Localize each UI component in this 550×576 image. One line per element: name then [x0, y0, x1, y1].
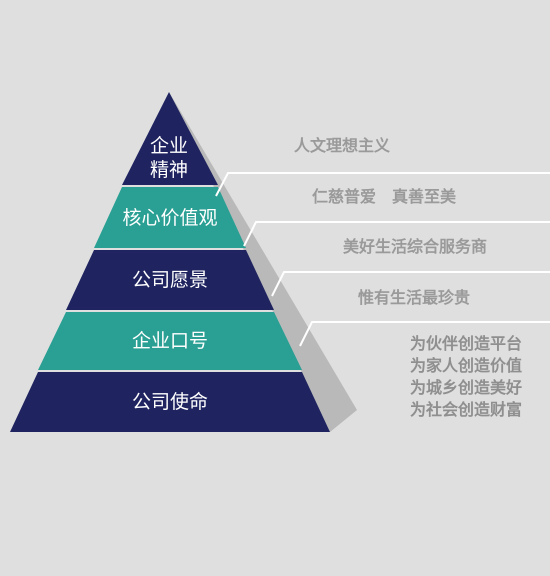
description-1: 人文理想主义 — [294, 135, 390, 157]
tier-3-label: 公司愿景 — [66, 268, 274, 292]
tier-5-label-line-1: 公司使命 — [131, 391, 208, 413]
description-3-text: 美好生活综合服务商 — [343, 237, 488, 256]
pyramid-shadow — [169, 92, 357, 432]
description-5-line-1: 为伙伴创造平台 — [410, 334, 523, 353]
tier-4-shape — [38, 312, 302, 370]
tier-1-shape — [122, 92, 218, 185]
tier-1-label-line-1: 企业 — [149, 135, 188, 157]
divider-1 — [215, 172, 550, 197]
description-3: 美好生活综合服务商 — [343, 236, 487, 258]
tier-2-shape — [94, 187, 246, 248]
description-5: 为伙伴创造平台 为家人创造价值 为城乡创造美好 为社会创造财富 — [410, 333, 522, 421]
tier-3-shape — [66, 250, 274, 310]
divider-4 — [299, 321, 550, 347]
description-1-text: 人文理想主义 — [294, 136, 391, 155]
divider-3 — [271, 271, 550, 297]
tier-5-label: 公司使命 — [10, 390, 330, 414]
divider-2 — [243, 221, 550, 247]
description-5-line-4: 为社会创造财富 — [410, 400, 523, 419]
description-4-text: 惟有生活最珍贵 — [358, 288, 471, 307]
tier-1-label-line-2: 精神 — [149, 159, 188, 181]
description-2-text: 仁慈普爱 真善至美 — [312, 187, 457, 206]
description-5-line-2: 为家人创造价值 — [410, 356, 523, 375]
tier-4-label: 企业口号 — [38, 329, 302, 353]
tier-2-label: 核心价值观 — [94, 206, 246, 230]
description-2: 仁慈普爱 真善至美 — [312, 186, 456, 208]
tier-3-label-line-1: 公司愿景 — [131, 269, 208, 291]
tier-1-label: 企业 精神 — [139, 134, 199, 182]
tier-4-label-line-1: 企业口号 — [131, 330, 208, 352]
description-4: 惟有生活最珍贵 — [358, 287, 470, 309]
tier-5-shape — [10, 372, 330, 432]
tier-2-label-line-1: 核心价值观 — [122, 207, 218, 229]
description-5-line-3: 为城乡创造美好 — [410, 378, 523, 397]
